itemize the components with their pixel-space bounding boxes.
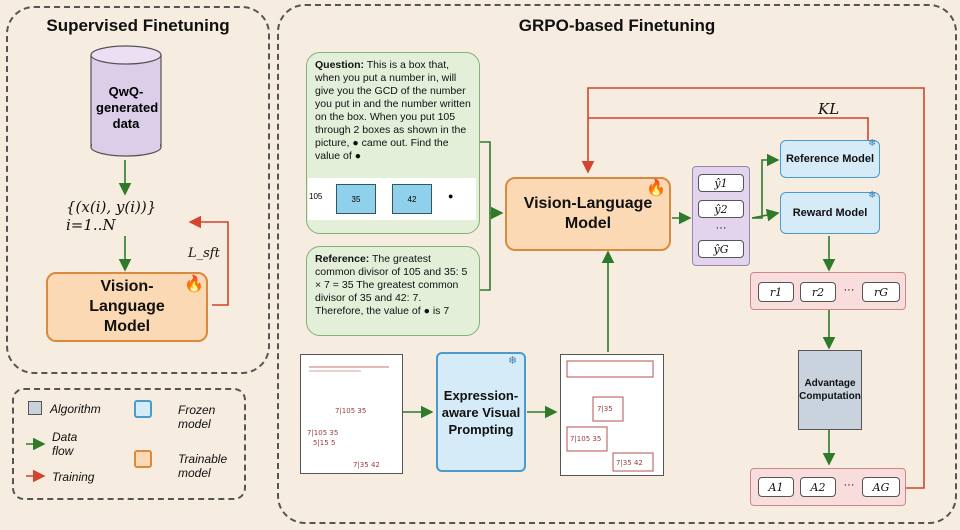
snowflake-icon: ❄ (508, 355, 518, 367)
sft-vlm-box: Vision-Language Model (46, 272, 208, 342)
svg-text:7|35 42: 7|35 42 (353, 461, 380, 469)
advantage-cell: AG (862, 477, 900, 497)
output-ellipsis: ··· (715, 222, 727, 234)
output-cell: ŷ2 (698, 200, 744, 218)
svg-text:7|105 35: 7|105 35 (307, 429, 338, 437)
db-label: QwQ-generated data (96, 84, 159, 131)
gcd-box-2-label: 42 (407, 194, 417, 204)
svg-text:7|105 35: 7|105 35 (570, 435, 601, 443)
legend-data-flow-arrow (26, 438, 46, 450)
legend-data-flow: Data flow (52, 430, 78, 458)
legend-algorithm: Algorithm (50, 402, 101, 416)
svg-text:7|35: 7|35 (597, 405, 613, 413)
reward-model-label: Reward Model (792, 207, 868, 219)
prompted-handwriting-image: 7|35 7|105 35 7|35 42 (560, 354, 664, 476)
legend-panel (12, 388, 246, 500)
flame-icon: 🔥 (184, 276, 204, 293)
figure-output: ● (448, 191, 454, 201)
sft-vlm-label: Vision-Language Model (89, 278, 165, 335)
output-cell: ŷG (698, 240, 744, 258)
flame-icon: 🔥 (646, 180, 666, 197)
grpo-panel (277, 4, 957, 524)
advantage-label: Advantage Computation (799, 378, 861, 402)
advantage-ellipsis: ··· (843, 479, 855, 491)
snowflake-icon: ❄ (868, 138, 877, 149)
snowflake-icon: ❄ (868, 190, 877, 201)
input-handwriting-image: 7|105 35 7|105 35 5|15 5 7|35 42 (300, 354, 403, 474)
reward-cell: r2 (800, 282, 836, 302)
question-figure: 105 35 42 ● (308, 178, 476, 220)
question-label: Question: (315, 59, 364, 71)
reference-box: Reference: The greatest common divisor o… (306, 246, 480, 336)
legend-training: Training (52, 470, 95, 484)
reference-model-box: Reference Model (780, 140, 880, 178)
dataset-expression: {(x(i), y(i))} i=1..N (66, 198, 206, 234)
reference-label: Reference: (315, 253, 370, 265)
sft-title: Supervised Finetuning (46, 16, 230, 35)
reward-cell: rG (862, 282, 900, 302)
kl-label: KL (818, 100, 840, 118)
visual-prompting-label: Expression-aware Visual Prompting (441, 387, 521, 437)
advantage-box: Advantage Computation (798, 350, 862, 430)
gcd-box-1-label: 35 (351, 194, 361, 204)
trainable-swatch (134, 450, 152, 468)
legend-trainable: Trainable model (178, 452, 228, 480)
question-text: This is a box that, when you put a numbe… (315, 59, 471, 162)
legend-training-arrow (26, 470, 46, 482)
dataset-expr-text: {(x(i), y(i))} i=1..N (66, 198, 157, 234)
grpo-title: GRPO-based Finetuning (518, 16, 716, 35)
reference-text: The greatest common divisor of 105 and 3… (315, 253, 468, 317)
frozen-swatch (134, 400, 152, 418)
gcd-box-1: 35 (336, 184, 376, 214)
reward-model-box: Reward Model (780, 192, 880, 234)
svg-text:7|105 35: 7|105 35 (335, 407, 366, 415)
reward-ellipsis: ··· (843, 284, 855, 296)
svg-text:7|35 42: 7|35 42 (616, 459, 643, 467)
reward-cell: r1 (758, 282, 794, 302)
loss-label: L_sft (188, 246, 220, 261)
database-icon (90, 45, 162, 157)
algorithm-swatch (28, 401, 42, 415)
advantage-cell: A2 (800, 477, 836, 497)
advantage-cell: A1 (758, 477, 794, 497)
output-cell: ŷ1 (698, 174, 744, 192)
gcd-box-2: 42 (392, 184, 432, 214)
grpo-vlm-label: Vision-Language Model (523, 195, 653, 232)
legend-frozen: Frozen model (178, 403, 216, 431)
reference-model-label: Reference Model (785, 153, 875, 165)
svg-text:5|15 5: 5|15 5 (313, 439, 335, 447)
grpo-vlm-box: Vision-Language Model (505, 177, 671, 251)
figure-input: 105 (309, 192, 323, 201)
sft-panel (6, 6, 270, 374)
visual-prompting-box: Expression-aware Visual Prompting (436, 352, 526, 472)
